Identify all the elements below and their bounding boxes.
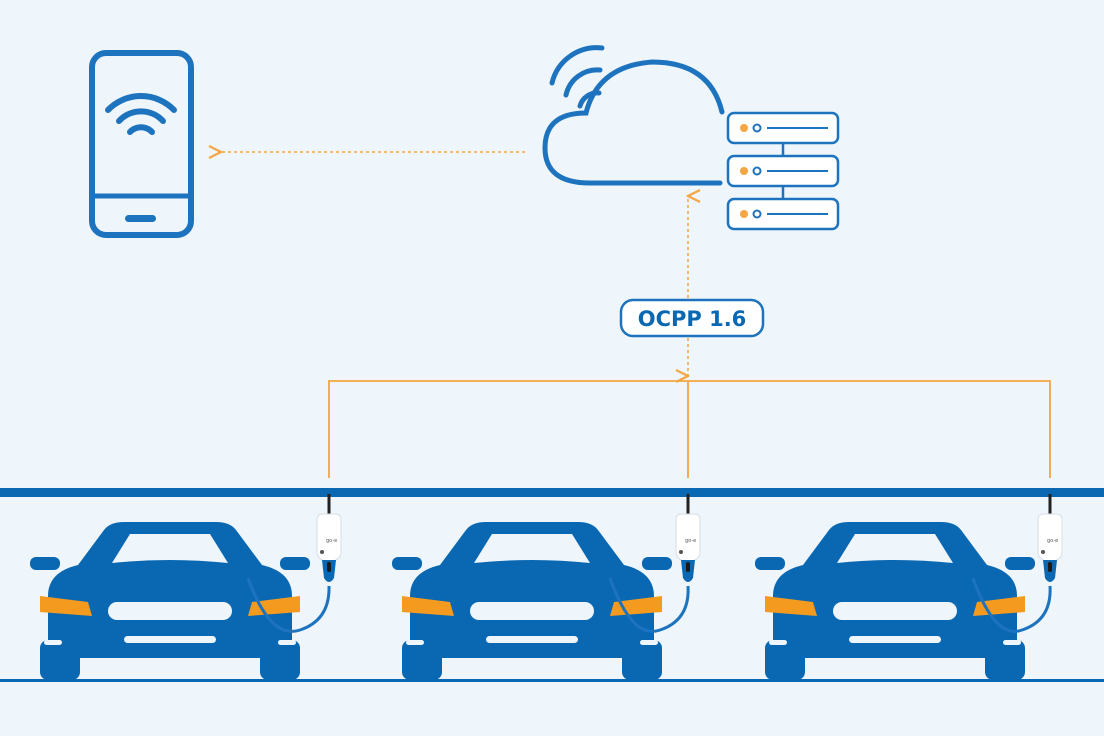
car-front-icon [755, 522, 1035, 680]
charging-cable [246, 577, 331, 633]
distribution-bus [328, 380, 1051, 478]
wallbox-charger-icon [675, 493, 701, 583]
car-front-icon [30, 522, 310, 680]
car-front-icon [392, 522, 672, 680]
ground-line [0, 679, 1104, 682]
charging-cable [608, 577, 690, 633]
server-rack-icon [726, 111, 840, 231]
wall-rail [0, 488, 1104, 497]
phone-icon [89, 50, 194, 238]
charging-cable [971, 577, 1052, 633]
cloud-wifi-icon [542, 45, 725, 186]
protocol-badge: OCPP 1.6 [619, 298, 765, 338]
wallbox-charger-icon [316, 493, 342, 583]
wifi-icon [105, 93, 177, 135]
charging-station [755, 493, 1063, 680]
charging-station [30, 493, 342, 680]
charging-station [392, 493, 701, 680]
protocol-label: OCPP 1.6 [638, 307, 747, 331]
wallbox-charger-icon [1037, 493, 1063, 583]
